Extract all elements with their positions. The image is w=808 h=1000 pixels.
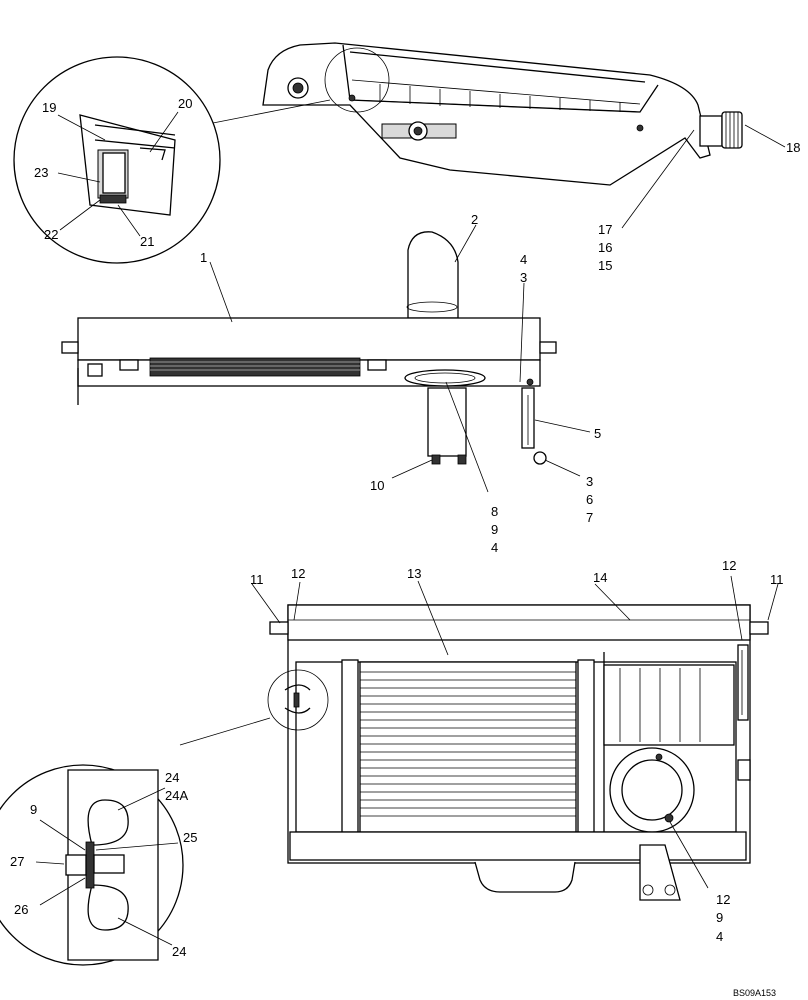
callout-12a: 12 [291,566,305,581]
leader-lines [35,111,786,946]
callout-3b: 3 [586,474,593,489]
callout-25: 25 [183,830,197,845]
callout-3a: 3 [520,270,527,285]
callout-9a: 9 [491,522,498,537]
callout-13: 13 [407,566,421,581]
callout-23: 23 [34,165,48,180]
detail-circle-clamp [0,764,184,966]
drawing-id: BS09A153 [733,988,776,998]
callout-16: 16 [598,240,612,255]
callout-4a: 4 [520,252,527,267]
plan-view [179,604,769,901]
top-housing-view [262,42,743,186]
detail-circle-hinge [13,56,331,264]
callout-24c: 24 [172,944,186,959]
callout-1: 1 [200,250,207,265]
callout-27: 27 [10,854,24,869]
callout-20: 20 [178,96,192,111]
callout-24b: 24A [165,788,188,803]
callout-4b: 4 [491,540,498,555]
callout-9c: 9 [30,802,37,817]
callout-5: 5 [594,426,601,441]
callout-12b: 12 [722,558,736,573]
callout-6: 6 [586,492,593,507]
callout-14: 14 [593,570,607,585]
callout-labels: 1 2 4 3 5 3 6 7 10 8 9 4 11 12 13 14 12 … [10,96,800,998]
callout-15: 15 [598,258,612,273]
callout-11b: 11 [770,572,784,587]
callout-2: 2 [471,212,478,227]
callout-19: 19 [42,100,56,115]
callout-22: 22 [44,227,58,242]
callout-21: 21 [140,234,154,249]
callout-24a: 24 [165,770,179,785]
callout-10: 10 [370,478,384,493]
callout-11a: 11 [250,572,264,587]
callout-9b: 9 [716,910,723,925]
callout-26: 26 [14,902,28,917]
callout-8: 8 [491,504,498,519]
callout-4c: 4 [716,929,723,944]
side-view [61,231,557,465]
callout-18: 18 [786,140,800,155]
callout-12c: 12 [716,892,730,907]
callout-7: 7 [586,510,593,525]
callout-17: 17 [598,222,612,237]
